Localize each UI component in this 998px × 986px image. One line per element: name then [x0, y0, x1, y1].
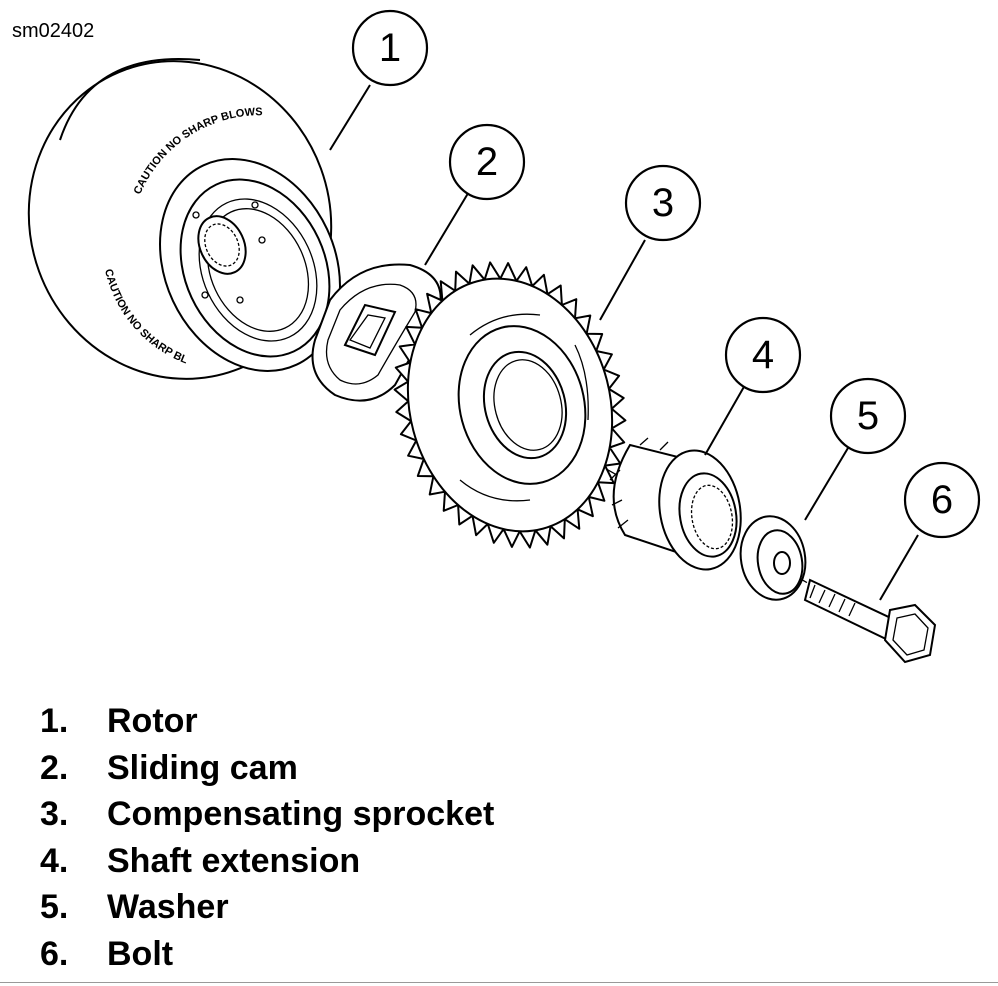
legend-item: 3. Compensating sprocket	[40, 795, 494, 842]
washer-part	[739, 515, 807, 601]
callout-1: 1	[351, 9, 429, 87]
legend-label: Compensating sprocket	[107, 795, 495, 833]
callout-1-label: 1	[379, 26, 401, 70]
legend-label: Rotor	[107, 702, 198, 740]
parts-legend: 1. Rotor 2. Sliding cam 3. Compensating …	[40, 702, 494, 981]
leader-line-4	[704, 384, 746, 456]
shaft-extension-part	[609, 437, 742, 571]
legend-label: Shaft extension	[107, 841, 361, 880]
legend-number: 6.	[40, 934, 69, 973]
leader-line-5	[804, 447, 849, 521]
legend-label: Washer	[107, 888, 229, 926]
callout-6-label: 6	[931, 478, 953, 522]
callout-6: 6	[903, 461, 981, 539]
legend-number: 4.	[40, 841, 69, 880]
callout-3-label: 3	[652, 181, 674, 225]
leader-line-6	[879, 534, 919, 601]
callout-2: 2	[448, 123, 526, 201]
legend-number: 3.	[40, 795, 69, 833]
legend-item: 4. Shaft extension	[40, 842, 494, 889]
compensating-sprocket-part	[393, 261, 627, 549]
callout-4-label: 4	[752, 333, 774, 377]
callout-2-label: 2	[476, 140, 498, 184]
legend-number: 2.	[40, 748, 69, 787]
bolt-part	[803, 578, 937, 664]
legend-item: 2. Sliding cam	[40, 749, 494, 796]
leader-line-2	[424, 189, 471, 266]
callout-5-label: 5	[857, 394, 879, 438]
figure-id: sm02402	[12, 20, 95, 42]
legend-item: 1. Rotor	[40, 702, 494, 749]
legend-number: 1.	[40, 702, 69, 740]
callout-3: 3	[624, 164, 702, 242]
exploded-view-diagram: CAUTION NO SHARP BLOWS CAUTION NO SHARP …	[0, 0, 981, 664]
leader-line-1	[329, 84, 371, 151]
callout-5: 5	[829, 377, 907, 455]
legend-label: Bolt	[107, 934, 174, 973]
legend-item: 5. Washer	[40, 888, 494, 935]
bottom-divider	[0, 982, 998, 983]
legend-label: Sliding cam	[107, 748, 298, 787]
legend-number: 5.	[40, 888, 69, 926]
legend-item: 6. Bolt	[40, 935, 494, 982]
leader-line-3	[599, 239, 646, 321]
callout-4: 4	[724, 316, 802, 394]
